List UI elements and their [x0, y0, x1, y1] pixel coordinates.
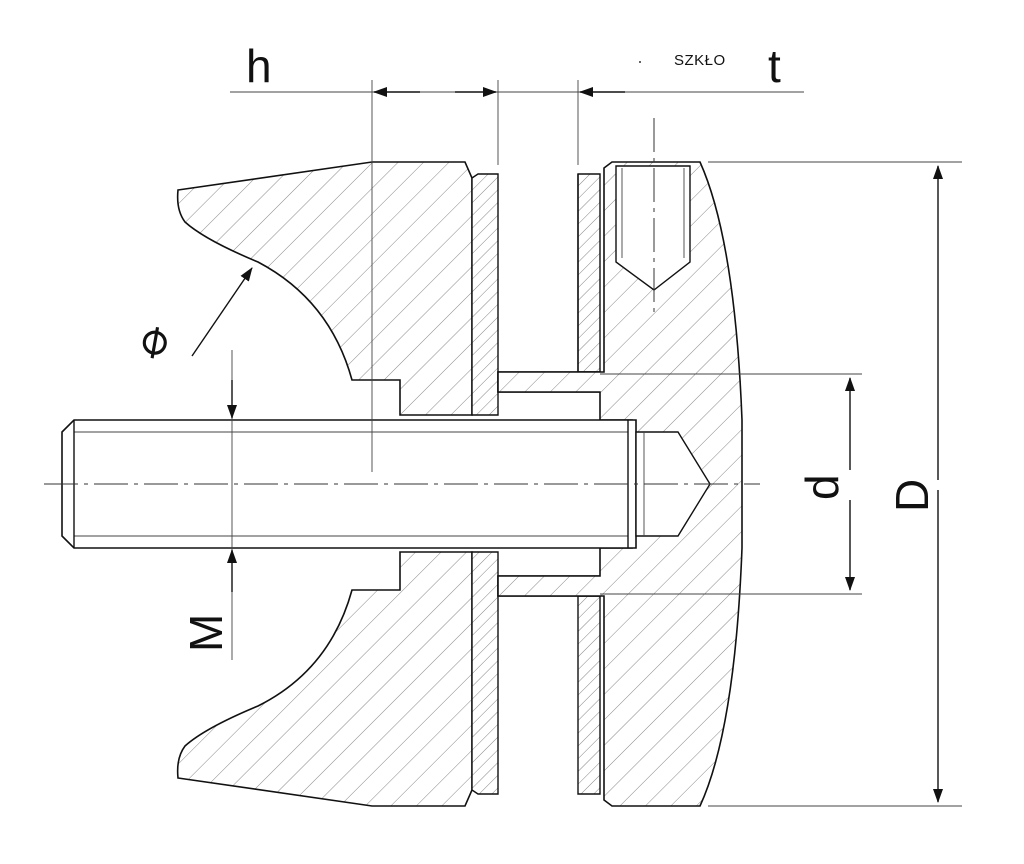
- right-gasket-upper: [577, 173, 601, 373]
- dimension-t-label: t: [768, 40, 781, 92]
- left-gasket-upper: [471, 173, 499, 416]
- glass-label: SZKŁO: [674, 52, 726, 69]
- right-cap: [497, 161, 743, 807]
- right-gasket-lower: [577, 595, 601, 795]
- dimension-diameter-symbol: ⌀: [126, 310, 179, 368]
- dimension-M-label: M: [180, 614, 232, 652]
- dimension-D-label: D: [886, 479, 938, 512]
- dimension-h-label: h: [246, 40, 272, 92]
- cap-tapped-hole: [615, 165, 691, 291]
- left-clamp-lower: [176, 551, 473, 807]
- left-clamp-upper: [176, 161, 473, 416]
- speck: [639, 61, 641, 63]
- left-gasket-lower: [471, 551, 499, 795]
- dimension-d-label: d: [796, 474, 848, 500]
